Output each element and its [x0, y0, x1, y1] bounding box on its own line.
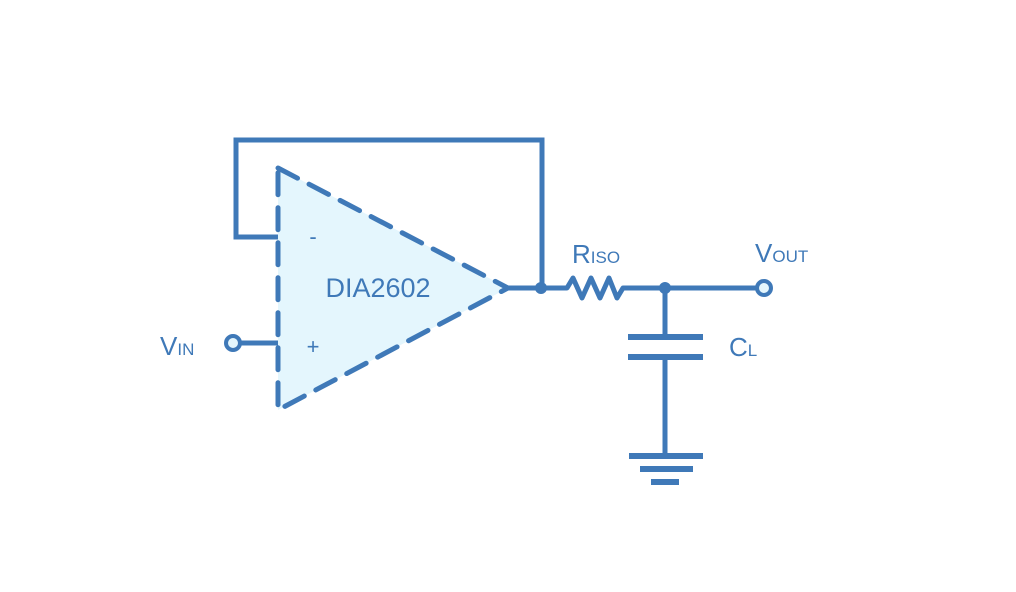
opamp-label: DIA2602 [325, 273, 430, 303]
vout-label: VOUT [755, 238, 808, 268]
feedback-wire [233, 137, 545, 288]
junction-node-output [535, 282, 547, 294]
riso-label: RISO [572, 239, 620, 269]
vout-terminal [755, 279, 773, 297]
junction-node-load [659, 282, 671, 294]
noninverting-input-label: + [307, 334, 320, 359]
opamp-triangle [275, 163, 514, 415]
vin-label: VIN [160, 331, 194, 361]
ground-icon [629, 453, 703, 485]
resistor-riso [560, 275, 665, 301]
cl-label: CL [729, 332, 757, 362]
inverting-input-label: - [309, 224, 316, 249]
vin-terminal [224, 334, 242, 352]
